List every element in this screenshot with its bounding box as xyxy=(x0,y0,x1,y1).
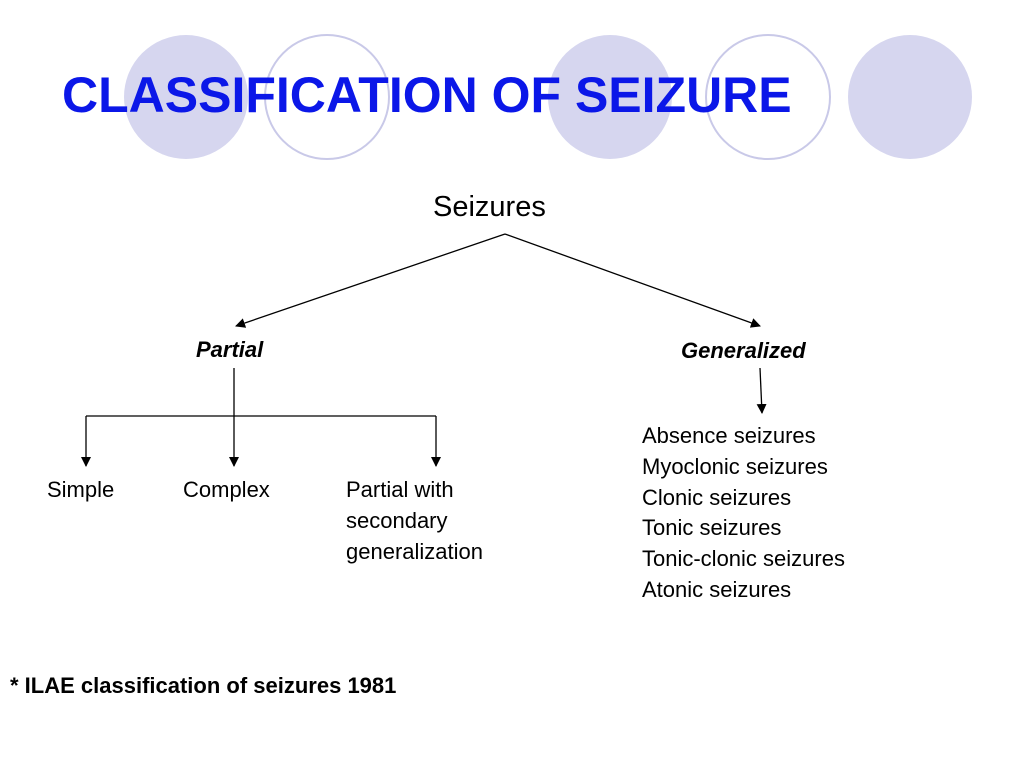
list-item: Absence seizures xyxy=(642,423,816,448)
list-item: Tonic-clonic seizures xyxy=(642,546,845,572)
footnote: * ILAE classification of seizures 1981 xyxy=(10,673,397,698)
decor-circle xyxy=(124,35,248,159)
list-item: Atonic seizures xyxy=(642,576,792,602)
leaf-complex: Complex xyxy=(183,477,270,502)
list-item: Myoclonic seizures xyxy=(642,453,828,479)
connector-generalized-down xyxy=(756,367,767,414)
connector-root-to-generalized xyxy=(504,233,761,328)
decor-circle xyxy=(264,34,390,160)
connector-root-to-partial xyxy=(235,233,506,328)
slide-title: CLASSIFICATION OF SEIZURE xyxy=(62,67,792,123)
leaf-simple: Simple xyxy=(47,477,115,502)
leaf-partial-secondary-generalization: Partial with secondary generalization xyxy=(346,477,483,564)
generalized-types-list: Absence seizures Myoclonic seizures Clon… xyxy=(642,421,845,606)
decor-circle xyxy=(548,35,672,159)
list-item: Tonic seizures xyxy=(642,515,782,541)
branch-generalized: Generalized xyxy=(681,338,806,363)
list-item: Clonic seizures xyxy=(642,484,792,510)
branch-partial: Partial xyxy=(196,337,264,362)
decor-circle xyxy=(705,34,831,160)
decor-circle xyxy=(848,35,972,159)
root-node-seizures: Seizures xyxy=(433,191,546,223)
decorative-circles xyxy=(124,34,972,160)
